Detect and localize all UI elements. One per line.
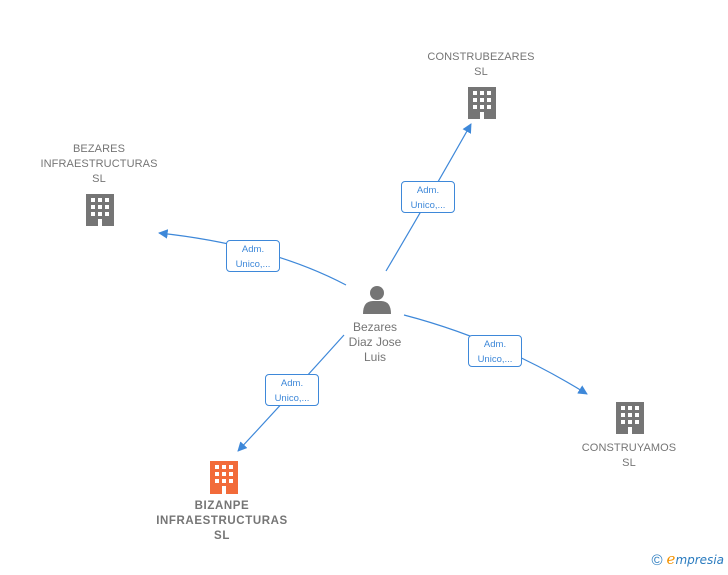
company-name-line: INFRAESTRUCTURAS (156, 515, 288, 527)
company-name-line: SL (622, 457, 636, 469)
company-name-line: BEZARES (72, 143, 126, 155)
company-label-construyamos[interactable]: CONSTRUYAMOS SL (582, 441, 677, 471)
building-icon[interactable] (616, 402, 644, 434)
person-name-line: Luis (363, 350, 386, 364)
edge-label-line: Adm. (241, 244, 265, 255)
edge-label-bezares-infraestructuras[interactable]: Adm. Unico,... (226, 240, 280, 272)
company-label-construbezares[interactable]: CONSTRUBEZARES SL (427, 50, 534, 80)
edge-label-line: Adm. (280, 378, 304, 389)
brand-footer: ©empresia (651, 550, 724, 569)
company-label-bizanpe-infraestructuras[interactable]: BIZANPE INFRAESTRUCTURAS SL (156, 499, 288, 544)
edge-label-line: Adm. (483, 339, 507, 350)
person-icon[interactable] (363, 286, 391, 314)
copyright-icon: © (651, 552, 663, 569)
building-icon[interactable] (468, 87, 496, 119)
company-name-line: SL (92, 173, 106, 185)
company-name-line: INFRAESTRUCTURAS (40, 158, 158, 170)
edge-label-line: Unico,... (477, 354, 513, 365)
edge-label-line: Unico,... (274, 393, 310, 404)
edge-label-construyamos[interactable]: Adm. Unico,... (468, 335, 522, 367)
brand-logo-text: mpresia (675, 552, 724, 567)
company-name-line: CONSTRUYAMOS (581, 442, 677, 454)
person-name-line: Diaz Jose (348, 335, 402, 349)
company-name-line: CONSTRUBEZARES (427, 51, 535, 63)
edge-label-line: Adm. (416, 185, 440, 196)
edge-label-line: Unico,... (235, 259, 271, 270)
edge-label-line: Unico,... (410, 200, 446, 211)
building-icon[interactable] (86, 194, 114, 226)
person-name-line: Bezares (352, 320, 398, 334)
building-icon[interactable] (210, 461, 238, 494)
company-name-line: SL (214, 530, 230, 542)
edge-label-construbezares[interactable]: Adm. Unico,... (401, 181, 455, 213)
edge-label-bizanpe-infraestructuras[interactable]: Adm. Unico,... (265, 374, 319, 406)
company-name-line: SL (474, 66, 488, 78)
person-label[interactable]: Bezares Diaz Jose Luis (349, 320, 402, 365)
company-name-line: BIZANPE (194, 500, 250, 512)
brand-logo-initial: e (666, 549, 676, 568)
company-label-bezares-infraestructuras[interactable]: BEZARES INFRAESTRUCTURAS SL (40, 142, 157, 187)
